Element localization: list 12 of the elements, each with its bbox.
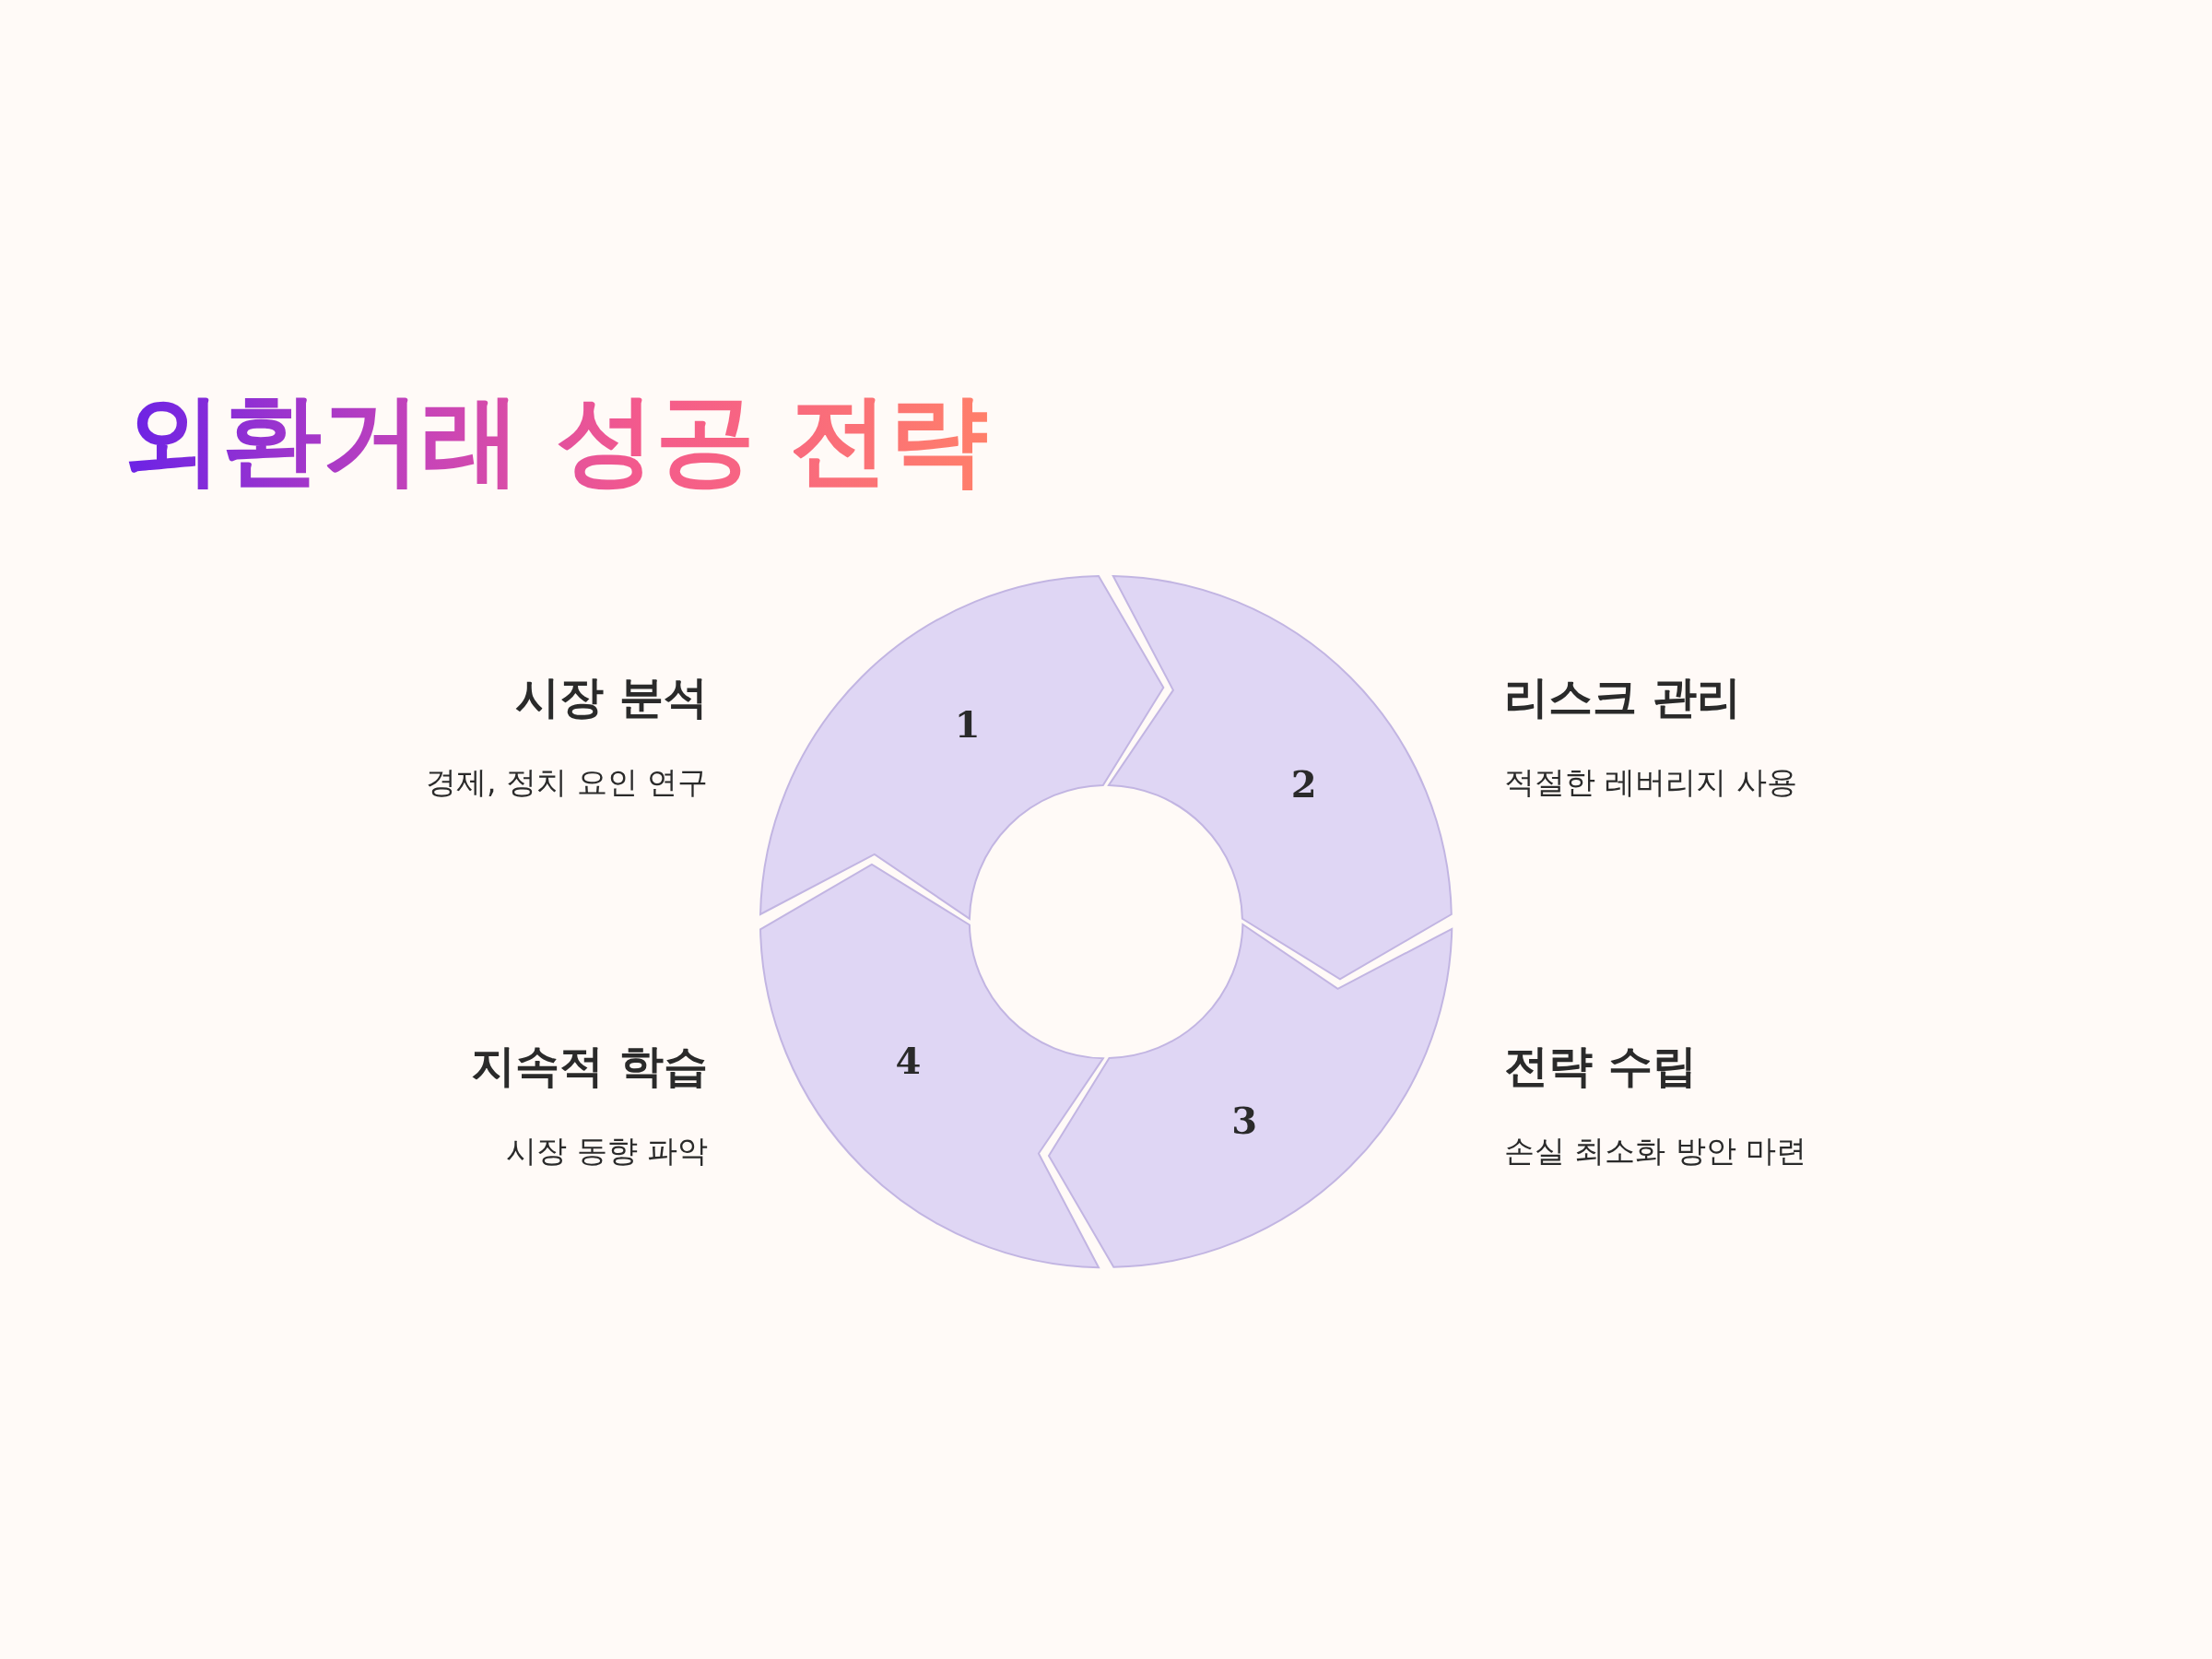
step-number: 3 (1231, 1098, 1258, 1142)
step-heading: 전략 수립 (1504, 1039, 1698, 1093)
step-description: 시장 동향 파악 (505, 1132, 708, 1171)
step-description: 손실 최소화 방안 마련 (1504, 1132, 1808, 1171)
step-description: 경제, 정치 요인 연구 (425, 763, 708, 802)
step-heading: 시장 분석 (514, 670, 708, 724)
step-heading: 리스크 관리 (1504, 670, 1742, 724)
step-number: 2 (1290, 761, 1317, 806)
step-number: 1 (954, 701, 981, 746)
step-number: 4 (895, 1038, 922, 1082)
step-description: 적절한 레버리지 사용 (1504, 763, 1798, 802)
step-heading: 지속적 학습 (470, 1039, 708, 1093)
